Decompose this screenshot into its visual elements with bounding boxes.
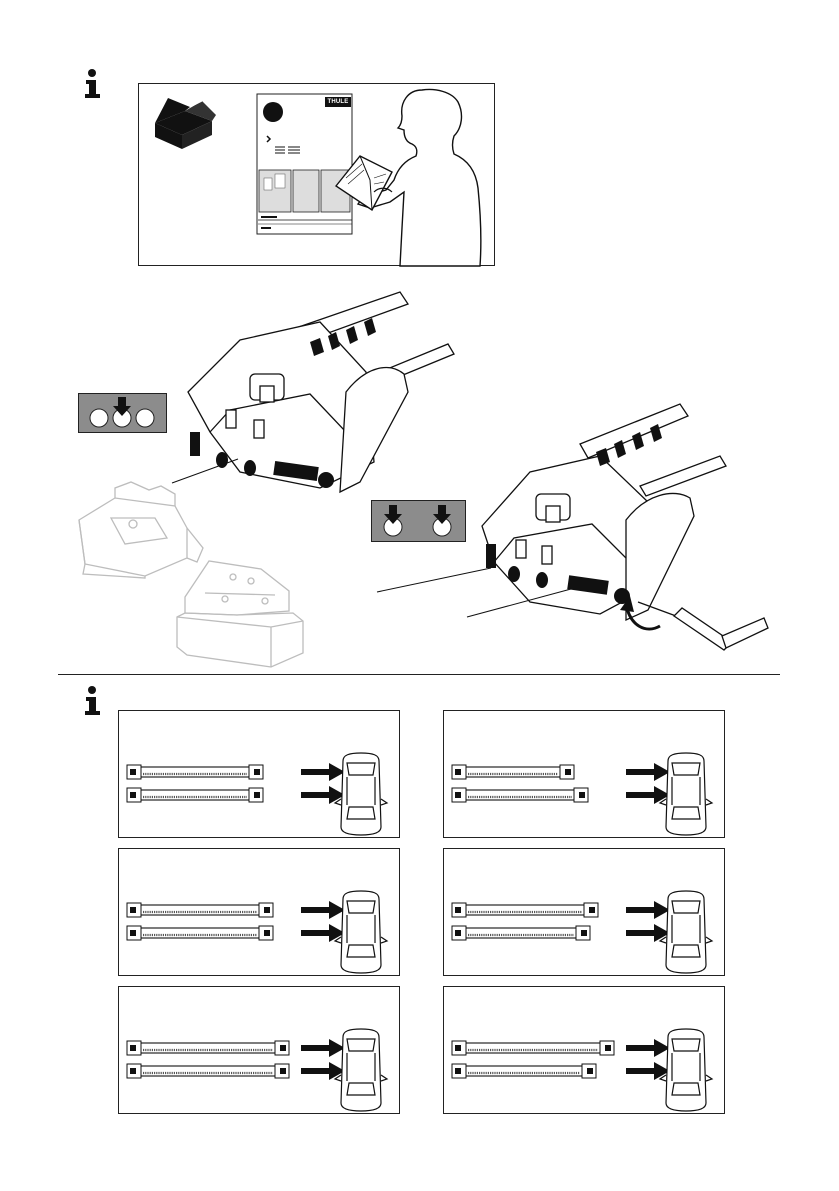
bar-position-drawing xyxy=(119,987,401,1115)
front-arrow xyxy=(301,763,345,781)
front-arrow xyxy=(301,1039,345,1057)
bar-position-panel-front-long-rear-short-2 xyxy=(443,986,725,1114)
info-icon xyxy=(82,685,104,717)
open-box-illustration xyxy=(150,93,220,153)
car-top-view xyxy=(335,1029,387,1111)
bar-position-drawing xyxy=(444,849,726,977)
car-top-view xyxy=(335,753,387,835)
bar-position-drawing xyxy=(119,711,401,839)
leader-line-3 xyxy=(465,585,575,621)
front-arrow xyxy=(626,763,670,781)
section-divider xyxy=(58,674,780,675)
front-crossbar xyxy=(452,1041,614,1055)
front-arrow xyxy=(301,901,345,919)
bar-position-drawing xyxy=(119,849,401,977)
car-top-view xyxy=(335,891,387,973)
front-crossbar xyxy=(452,765,574,779)
hole-indicator-center-marks xyxy=(78,393,167,433)
front-crossbar xyxy=(127,903,273,917)
front-arrow xyxy=(626,1039,670,1057)
bar-position-panel-front-long-rear-long xyxy=(118,710,400,838)
car-top-view xyxy=(660,1029,712,1111)
car-top-view xyxy=(660,891,712,973)
rear-crossbar xyxy=(127,926,273,940)
info-icon xyxy=(82,68,104,100)
bar-position-panel-front-long-rear-long-2 xyxy=(118,848,400,976)
rear-crossbar xyxy=(452,1064,596,1078)
front-crossbar xyxy=(127,1041,289,1055)
bar-position-panel-front-long-rear-long-3 xyxy=(118,986,400,1114)
bar-position-drawing xyxy=(444,987,726,1115)
rear-crossbar xyxy=(127,1064,289,1078)
front-crossbar xyxy=(452,903,598,917)
bar-position-drawing xyxy=(444,711,726,839)
faded-foot-bracket xyxy=(175,555,315,670)
bar-position-panel-front-short-rear-long xyxy=(443,710,725,838)
rear-crossbar xyxy=(452,926,590,940)
front-crossbar xyxy=(127,765,263,779)
bar-position-panel-front-long-rear-short xyxy=(443,848,725,976)
front-arrow xyxy=(626,901,670,919)
rear-crossbar xyxy=(127,788,263,802)
person-reading-illustration xyxy=(330,88,490,266)
car-top-view xyxy=(660,753,712,835)
rear-crossbar xyxy=(452,788,588,802)
